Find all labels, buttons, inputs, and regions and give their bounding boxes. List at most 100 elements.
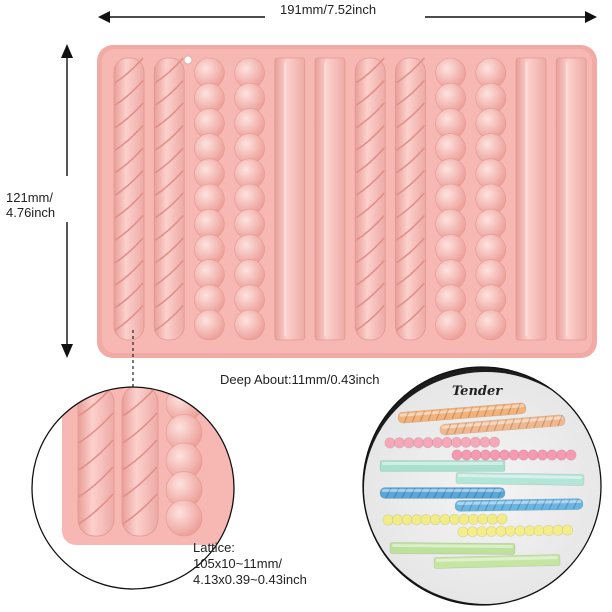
mold-twist-groove	[395, 304, 425, 331]
candy-bead	[470, 449, 482, 461]
candy-twist-line	[467, 406, 473, 418]
candy-stick-twist	[439, 414, 566, 436]
mold-twist-groove	[395, 282, 425, 309]
lattice-label: Lattice:	[193, 540, 235, 555]
mold-twist-groove	[355, 259, 385, 286]
candy-twist-line	[483, 405, 489, 417]
candy-twist-line	[385, 487, 392, 499]
mold-twist-groove	[395, 79, 425, 106]
candy-bead	[460, 436, 472, 448]
candy-bead	[439, 514, 451, 526]
candy-stick-ball	[382, 513, 508, 526]
mold-twist-stick	[354, 57, 386, 341]
mold-twist-groove	[395, 102, 425, 129]
mold-cavity-twist	[113, 57, 145, 341]
mold-twist-groove	[154, 79, 184, 106]
candy-twist-line	[532, 499, 539, 511]
mold-twist-groove	[114, 282, 144, 309]
mold-cavity-ball	[435, 57, 466, 341]
candy-body	[397, 402, 527, 424]
candy-bead	[422, 437, 434, 449]
mold-twist-groove	[114, 124, 144, 151]
mold-ball-bead	[234, 309, 265, 341]
mold-twist-groove	[355, 237, 385, 264]
candy-bead	[518, 449, 530, 461]
candy-stick-plain	[379, 460, 506, 472]
candy-bead	[391, 514, 403, 526]
candy-twist-line	[500, 499, 507, 511]
candy-bead	[527, 449, 539, 461]
candy-stick-ball	[384, 436, 500, 449]
mold-cavity-plain	[274, 57, 306, 341]
candy-bead	[431, 437, 443, 449]
mold-twist-stick	[113, 57, 145, 341]
candy-stick-ball	[451, 449, 577, 461]
mold-twist-groove	[395, 214, 425, 241]
candy-bead	[466, 526, 478, 538]
candy-bead	[485, 525, 497, 537]
mold-ball-bead	[165, 499, 203, 537]
mold-plain-stick	[515, 57, 547, 341]
candy-twist-line	[524, 499, 531, 511]
candy-highlight	[458, 474, 583, 479]
candy-bead	[479, 449, 491, 461]
candy-twist-line	[475, 406, 481, 418]
candy-twist-line	[460, 500, 467, 512]
mold-twist-groove	[395, 169, 425, 196]
candy-twist-line	[492, 500, 499, 511]
mold-twist-groove	[355, 304, 385, 331]
candy-body	[433, 554, 561, 569]
mold-twist-groove	[355, 79, 385, 106]
candy-highlight	[435, 556, 558, 562]
candy-body	[454, 498, 584, 512]
photo-content	[363, 367, 601, 605]
candy-highlight	[392, 544, 514, 548]
mold-twist-groove	[154, 124, 184, 151]
candy-twist-line	[481, 487, 488, 499]
mold-twist-groove	[114, 259, 144, 286]
candy-twist-line	[533, 416, 539, 428]
candy-bead	[401, 514, 413, 526]
candy-twist-line	[461, 422, 468, 434]
mold-twist-groove	[395, 57, 425, 84]
candy-twist-line	[476, 500, 483, 511]
candy-twist-line	[485, 420, 491, 432]
candy-bead	[552, 524, 564, 536]
candy-bead	[561, 524, 573, 536]
candy-twist-line	[457, 487, 464, 499]
candy-body	[439, 414, 566, 436]
mold-twist-groove	[114, 237, 144, 264]
mold-cavity-twist	[77, 387, 115, 537]
zoom-circle-border	[31, 386, 235, 590]
mold-twist-groove	[154, 169, 184, 196]
mold-twist-groove	[395, 147, 425, 174]
mold-twist-groove	[154, 102, 184, 129]
candy-twist-line	[427, 410, 434, 421]
silicone-mold	[97, 45, 597, 358]
candy-bead	[403, 437, 415, 449]
candy-bead	[498, 449, 510, 461]
mold-twist-groove	[395, 259, 425, 286]
candy-twist-line	[549, 415, 555, 427]
mold-twist-groove	[154, 147, 184, 174]
mold-twist-stick	[121, 387, 159, 537]
mold-twist-groove	[154, 57, 184, 84]
candy-twist-line	[401, 487, 408, 499]
candy-highlight	[456, 500, 581, 505]
candy-twist-line	[419, 410, 426, 422]
candy-stick-twist	[397, 402, 527, 424]
mold-twist-groove	[114, 57, 144, 84]
mold-twist-groove	[78, 493, 114, 525]
candy-highlight	[382, 489, 503, 492]
candy-bead	[412, 437, 424, 449]
mold-plain-stick	[314, 57, 346, 341]
candy-bead	[514, 525, 526, 537]
candy-bead	[461, 449, 472, 461]
lattice-size-mm: 105x10~11mm/	[193, 556, 283, 571]
candy-bead	[420, 514, 432, 526]
mold-twist-groove	[114, 169, 144, 196]
mold-twist-stick	[394, 57, 426, 341]
candy-stick-plain	[455, 472, 585, 486]
mold-cavity-plain	[314, 57, 346, 341]
